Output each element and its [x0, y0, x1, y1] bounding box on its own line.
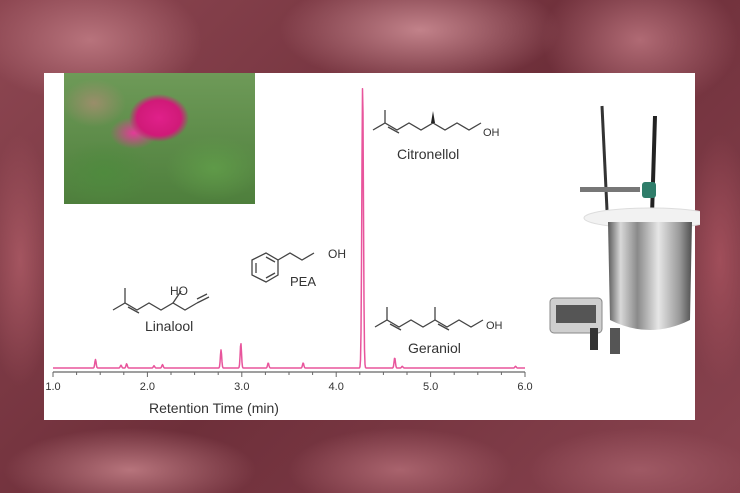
- distillation-apparatus-photo: [549, 105, 700, 354]
- x-axis-title: Retention Time (min): [149, 400, 279, 416]
- linalool-structure: [112, 288, 210, 314]
- pea-structure: [251, 252, 315, 283]
- geraniol-oh: OH: [486, 320, 503, 332]
- chromatogram-trace: [52, 88, 526, 369]
- geraniol-structure: [374, 307, 484, 331]
- citronellol-structure: [372, 110, 482, 134]
- x-tick-label: 3.0: [234, 381, 250, 393]
- x-tick-label: 4.0: [328, 381, 344, 393]
- pea-oh: OH: [328, 247, 346, 261]
- x-axis: [52, 371, 526, 377]
- x-tick-label: 5.0: [422, 381, 439, 393]
- citronellol-oh: OH: [483, 127, 500, 139]
- x-tick-label: 6.0: [517, 381, 533, 393]
- linalool-ho: HO: [170, 284, 188, 298]
- geraniol-label: Geraniol: [408, 340, 461, 356]
- x-tick-label: 1.0: [45, 381, 61, 393]
- citronellol-label: Citronellol: [397, 146, 460, 162]
- pea-label: PEA: [290, 274, 317, 289]
- x-tick-label: 2.0: [139, 381, 156, 393]
- linalool-label: Linalool: [145, 318, 194, 334]
- peony-flower-photo: [64, 73, 255, 204]
